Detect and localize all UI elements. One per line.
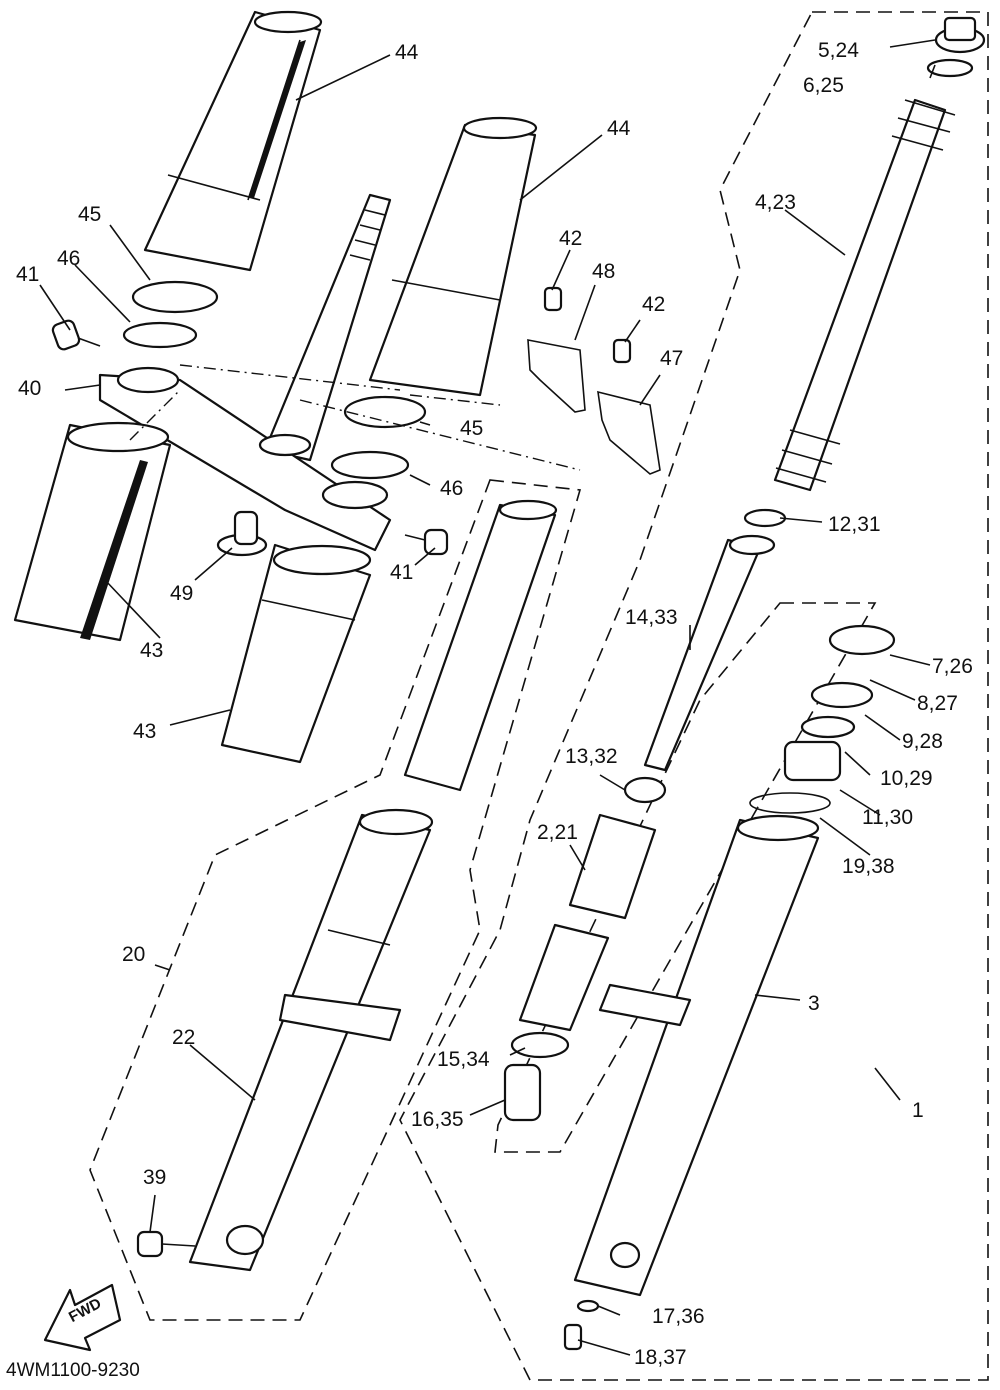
label-17-36: 17,36 bbox=[652, 1305, 705, 1328]
fork-spring bbox=[773, 98, 956, 492]
label-9-28: 9,28 bbox=[902, 730, 943, 753]
washer-17 bbox=[576, 1299, 600, 1313]
label-3: 3 bbox=[808, 992, 820, 1015]
label-43-a: 43 bbox=[140, 639, 164, 662]
diagram-code: 4WM1100-9230 bbox=[6, 1360, 140, 1381]
rebound-spring bbox=[623, 776, 667, 804]
alignment-lines bbox=[129, 364, 581, 471]
piece-16 bbox=[503, 1063, 542, 1122]
bolt-42-left bbox=[543, 286, 563, 312]
washer bbox=[810, 681, 874, 709]
lower-cover-right bbox=[220, 543, 372, 764]
label-5-24: 5,24 bbox=[818, 39, 859, 62]
washer-46-left bbox=[122, 321, 198, 349]
label-41-a: 41 bbox=[16, 263, 40, 286]
cable-holder-48 bbox=[527, 339, 586, 413]
upper-cover-right bbox=[368, 116, 538, 397]
label-15-34: 15,34 bbox=[437, 1048, 490, 1071]
o-ring bbox=[749, 792, 831, 814]
label-47: 47 bbox=[660, 347, 684, 370]
bolt-18 bbox=[563, 1323, 583, 1351]
label-13-32: 13,32 bbox=[565, 745, 618, 768]
label-7-26: 7,26 bbox=[932, 655, 973, 678]
damper-rod bbox=[643, 508, 787, 772]
label-20: 20 bbox=[122, 943, 146, 966]
assembly-outline-inner bbox=[494, 602, 877, 1153]
label-22: 22 bbox=[172, 1026, 196, 1049]
dust-seal-45-left bbox=[131, 280, 219, 314]
damper-cylinder bbox=[568, 813, 657, 920]
label-44-b: 44 bbox=[607, 117, 631, 140]
cap-bolt bbox=[926, 16, 986, 78]
bolt-39 bbox=[136, 1230, 196, 1258]
label-41-b: 41 bbox=[390, 561, 414, 584]
lower-cover-left bbox=[13, 421, 172, 642]
label-43-b: 43 bbox=[133, 720, 157, 743]
inner-tube bbox=[403, 499, 558, 792]
seal-15 bbox=[510, 1031, 570, 1059]
label-42-a: 42 bbox=[559, 227, 583, 250]
label-45-b: 45 bbox=[460, 417, 484, 440]
label-4-23: 4,23 bbox=[755, 191, 796, 214]
bolt-41-right bbox=[404, 528, 449, 556]
label-40: 40 bbox=[18, 377, 42, 400]
label-11-30: 11,30 bbox=[862, 806, 913, 829]
label-2-21: 2,21 bbox=[537, 821, 578, 844]
label-46-b: 46 bbox=[440, 477, 464, 500]
oil-lock-piece bbox=[518, 923, 610, 1032]
label-49: 49 bbox=[170, 582, 194, 605]
under-bracket bbox=[98, 366, 392, 552]
bolt-42-right bbox=[612, 338, 632, 364]
label-39: 39 bbox=[143, 1166, 167, 1189]
slide-metal bbox=[800, 715, 856, 739]
upper-cover-left bbox=[143, 10, 323, 272]
label-48: 48 bbox=[592, 260, 616, 283]
label-45-a: 45 bbox=[78, 203, 102, 226]
label-8-27: 8,27 bbox=[917, 692, 958, 715]
label-18-37: 18,37 bbox=[634, 1346, 687, 1369]
outer-tube-right bbox=[573, 814, 820, 1297]
label-1: 1 bbox=[912, 1099, 924, 1122]
assembly-outline-left bbox=[89, 479, 582, 1321]
label-42-b: 42 bbox=[642, 293, 666, 316]
washer-46-right bbox=[330, 450, 410, 480]
fwd-arrow bbox=[43, 1283, 122, 1352]
label-6-25: 6,25 bbox=[803, 74, 844, 97]
steering-stem bbox=[263, 193, 392, 462]
grommet-49 bbox=[216, 510, 268, 557]
label-19-38: 19,38 bbox=[842, 855, 895, 878]
bushing bbox=[783, 740, 842, 782]
outer-tube-left bbox=[188, 808, 434, 1272]
dust-seal-45-right bbox=[343, 395, 427, 429]
label-12-31: 12,31 bbox=[828, 513, 881, 536]
label-16-35: 16,35 bbox=[411, 1108, 464, 1131]
label-46-a: 46 bbox=[57, 247, 81, 270]
cable-holder-47 bbox=[597, 390, 661, 475]
label-44-a: 44 bbox=[395, 41, 419, 64]
leader-lines bbox=[39, 39, 936, 1356]
label-10-29: 10,29 bbox=[880, 767, 933, 790]
oil-seal bbox=[828, 624, 896, 656]
assembly-outline-right bbox=[399, 11, 989, 1381]
label-14-33: 14,33 bbox=[625, 606, 678, 629]
bolt-41-left bbox=[51, 319, 101, 351]
